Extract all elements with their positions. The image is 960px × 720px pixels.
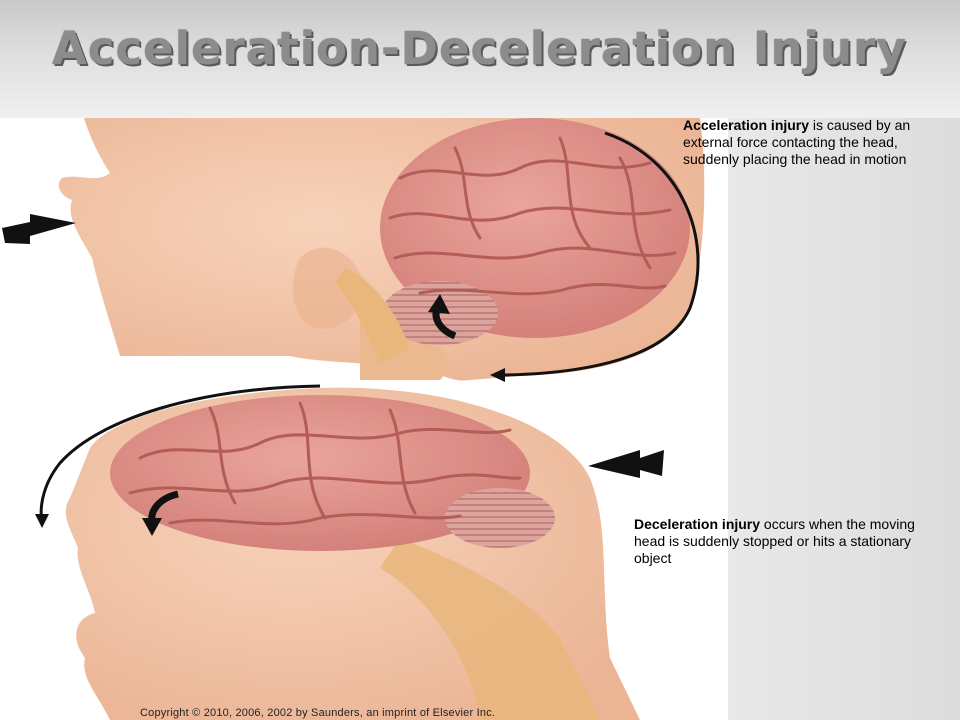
- bottom-rotation-arrowhead: [35, 514, 49, 528]
- slide-title: Acceleration-Deceleration Injury: [52, 22, 907, 75]
- deceleration-caption: Deceleration injury occurs when the movi…: [634, 516, 924, 567]
- illustration-panel: [0, 118, 728, 720]
- head-injury-illustration: [0, 118, 728, 720]
- acceleration-term: Acceleration injury: [683, 117, 809, 133]
- bottom-cerebellum: [445, 488, 555, 548]
- deceleration-term: Deceleration injury: [634, 516, 760, 532]
- acceleration-caption: Acceleration injury is caused by an exte…: [683, 117, 928, 168]
- impact-arrow-front: [2, 214, 76, 244]
- impact-arrow-back: [588, 450, 664, 478]
- copyright-notice: Copyright © 2010, 2006, 2002 by Saunders…: [140, 707, 495, 719]
- bottom-head-figure: [35, 386, 664, 720]
- top-head-figure: [2, 118, 704, 382]
- title-bar: Acceleration-Deceleration Injury: [0, 0, 960, 118]
